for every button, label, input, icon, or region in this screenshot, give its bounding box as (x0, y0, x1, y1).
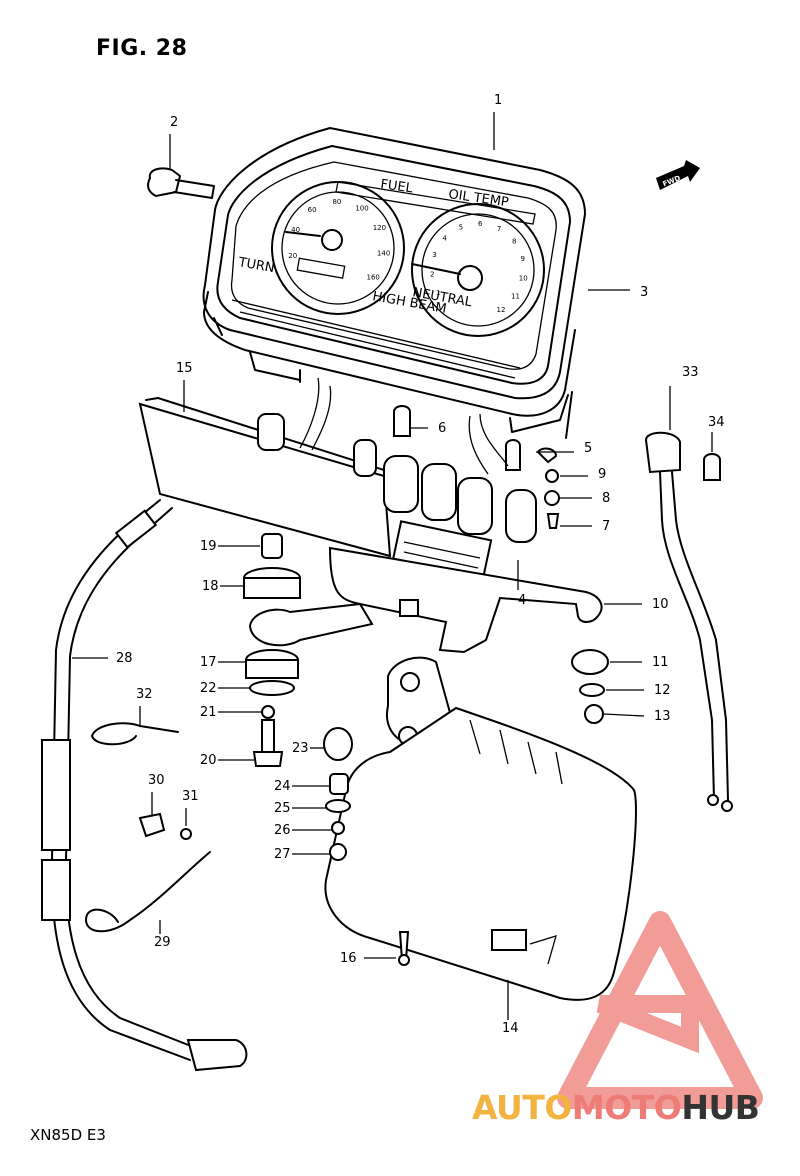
callout-9: 9 (598, 467, 606, 482)
watermark-part1: AUTO (472, 1088, 572, 1127)
tach-marks-label: 4 (442, 234, 447, 242)
callout-21: 21 (200, 705, 217, 720)
tach-marks-label: 9 (520, 255, 524, 263)
part-33-socket (644, 431, 733, 812)
figure-title: FIG. 28 (96, 36, 188, 61)
meter-assembly: FUEL OIL TEMP TURN NEUTRAL HIGH BEAM 123… (202, 126, 587, 439)
callout-4: 4 (518, 593, 526, 608)
callout-25: 25 (274, 801, 291, 816)
callout-18: 18 (202, 579, 219, 594)
callout-33: 33 (682, 365, 699, 380)
tach-marks-label: 6 (478, 220, 483, 228)
tach-marks-label: 7 (497, 225, 501, 233)
part-10-bracket (248, 546, 603, 748)
leader-line-13 (603, 713, 645, 717)
callout-24: 24 (274, 779, 291, 794)
callout-17: 17 (200, 655, 217, 670)
callout-29: 29 (154, 935, 171, 950)
watermark-logo (557, 911, 763, 1109)
callout-14: 14 (502, 1021, 519, 1036)
speedo-marks-label: 140 (377, 250, 390, 258)
watermark-part2: MOTO (571, 1088, 682, 1127)
callout-20: 20 (200, 753, 217, 768)
callout-19: 19 (200, 539, 217, 554)
callout-11: 11 (652, 655, 669, 670)
speedo-marks-label: 100 (355, 205, 368, 213)
part-4-bulb-sockets (257, 377, 560, 579)
watermark-part3: HUB (681, 1088, 760, 1127)
tach-marks-label: 12 (497, 306, 506, 314)
watermark-text: AUTOMOTOHUB (472, 1088, 760, 1127)
callout-3: 3 (640, 285, 648, 300)
callout-6: 6 (438, 421, 446, 436)
tach-marks-label: 3 (432, 251, 436, 259)
right-grommets (571, 649, 609, 724)
model-code: XN85D E3 (30, 1126, 106, 1144)
callout-8: 8 (602, 491, 610, 506)
speedo-marks-label: 120 (373, 224, 386, 232)
callout-16: 16 (340, 951, 357, 966)
callout-34: 34 (708, 415, 725, 430)
speedo-marks-label: 80 (332, 198, 341, 206)
tach-marks-label: 2 (430, 270, 434, 278)
tach-marks-label: 10 (519, 275, 528, 283)
callout-2: 2 (170, 115, 178, 130)
fuel-label: FUEL (379, 177, 414, 196)
callout-22: 22 (200, 681, 217, 696)
speedo-marks-label: 60 (308, 206, 317, 214)
callout-27: 27 (274, 847, 291, 862)
callout-15: 15 (176, 361, 193, 376)
callout-13: 13 (654, 709, 671, 724)
callout-30: 30 (148, 773, 165, 788)
left-hardware-parts (85, 533, 410, 966)
callout-1: 1 (494, 93, 502, 108)
speedo-scale: 20 40 60 80 100 120 140 160 (288, 198, 390, 282)
callout-12: 12 (654, 683, 671, 698)
callout-32: 32 (136, 687, 153, 702)
part-callouts: 1234567891011121314151617181920212223242… (72, 93, 725, 1036)
forward-direction-arrow: FWD (656, 160, 700, 190)
tach-marks-label: 1 (436, 289, 440, 297)
turn-label: TURN (236, 255, 275, 276)
speedo-marks-label: 20 (288, 252, 297, 260)
part-15-panel (138, 397, 392, 558)
part-28-speedometer-cable (41, 499, 248, 1072)
speedo-marks-label: 40 (291, 226, 300, 234)
callout-23: 23 (292, 741, 309, 756)
tach-marks-label: 11 (511, 293, 520, 301)
callout-10: 10 (652, 597, 669, 612)
callout-26: 26 (274, 823, 291, 838)
part-14-cover (324, 706, 637, 1001)
speedo-marks-label: 160 (367, 274, 380, 282)
callout-28: 28 (116, 651, 133, 666)
callout-7: 7 (602, 519, 610, 534)
part-2-trip-knob (147, 167, 215, 199)
tach-marks-label: 8 (512, 238, 516, 246)
tach-marks-label: 5 (459, 223, 463, 231)
callout-31: 31 (182, 789, 199, 804)
callout-5: 5 (584, 441, 592, 456)
